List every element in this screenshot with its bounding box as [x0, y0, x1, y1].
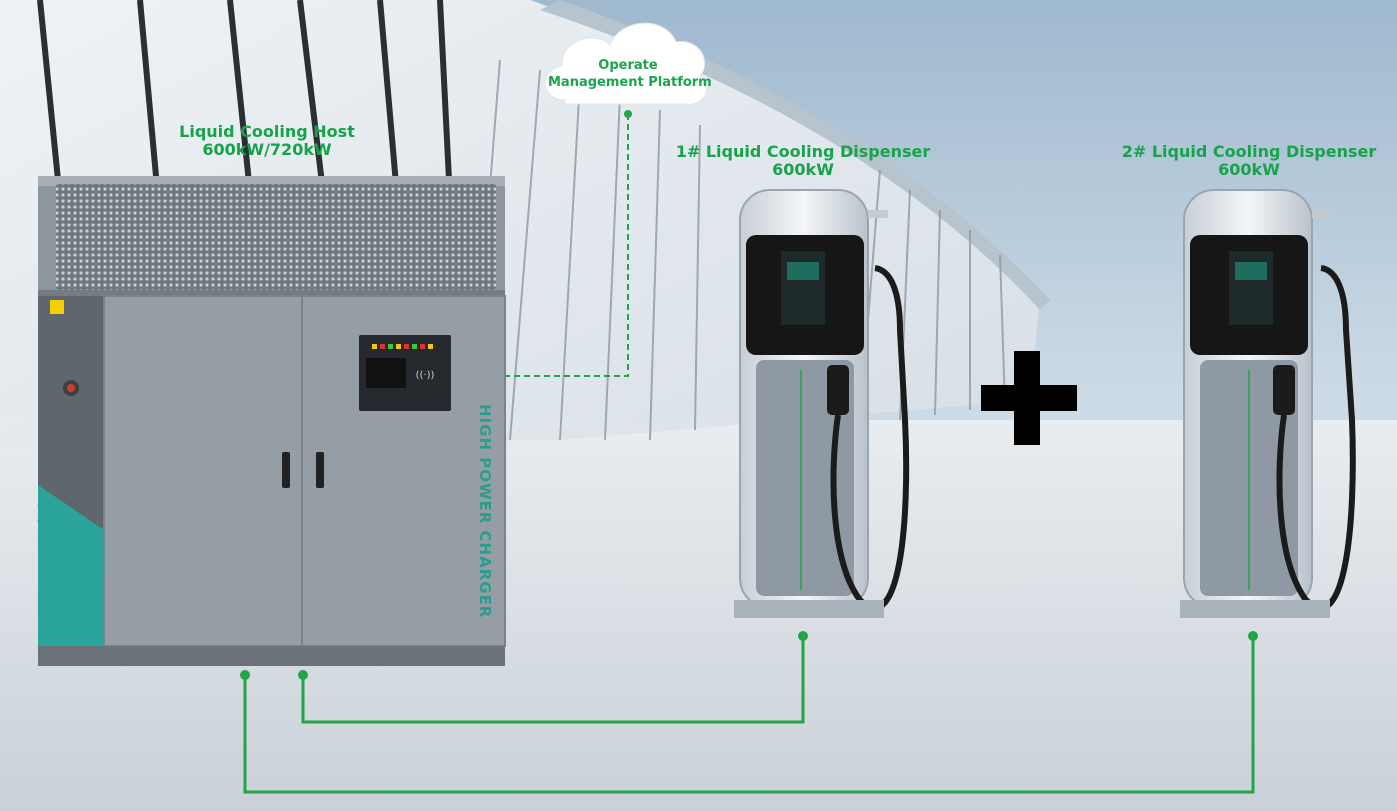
host-title: Liquid Cooling Host	[179, 122, 355, 141]
plus-icon	[981, 351, 1077, 445]
nfc-icon: ((·))	[416, 370, 435, 381]
cloud-label-line2: Management Platform	[548, 74, 712, 90]
dispenser-2-title: 2# Liquid Cooling Dispenser	[1121, 142, 1377, 161]
dispenser-1	[734, 189, 910, 618]
dispenser-1-power: 600kW	[772, 160, 834, 180]
dispenser-1-label: 1# Liquid Cooling Dispenser 600kW	[672, 142, 934, 180]
dispenser-2-power: 600kW	[1218, 160, 1280, 180]
dispenser-2	[1180, 189, 1356, 618]
connector-lines	[243, 637, 1255, 794]
cloud-icon	[544, 22, 707, 105]
high-power-charger-text: HIGH POWER CHARGER	[476, 404, 494, 619]
cloud-label-line1: Operate	[598, 58, 658, 73]
dispenser-1-title: 1# Liquid Cooling Dispenser	[675, 142, 931, 161]
liquid-cooling-host: ((·))	[37, 176, 506, 666]
dispenser-2-label: 2# Liquid Cooling Dispenser 600kW	[1118, 142, 1380, 180]
host-label: Liquid Cooling Host 600kW/720kW	[160, 122, 374, 160]
warning-icon	[50, 300, 64, 314]
host-power: 600kW/720kW	[202, 140, 332, 160]
emergency-stop-icon	[67, 384, 75, 392]
operate-management-platform-label: Operate Management Platform	[548, 58, 712, 92]
